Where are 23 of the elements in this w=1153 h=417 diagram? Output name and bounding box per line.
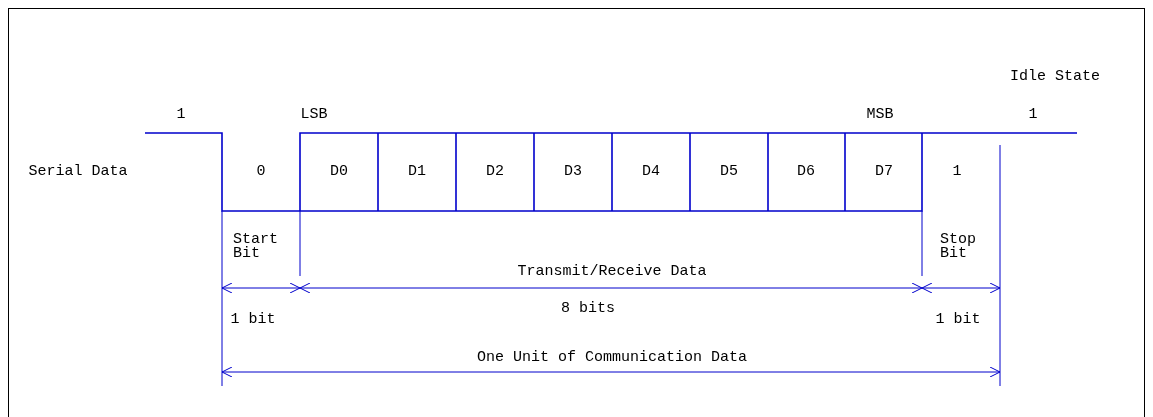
bit-order-label: MSB	[866, 107, 894, 123]
level-value: 1	[176, 107, 186, 123]
signal-name: Serial Data	[28, 164, 128, 180]
state-label: Idle State	[1010, 69, 1100, 85]
bit-value: 1	[952, 164, 962, 180]
field-label: Transmit/Receive Data	[517, 264, 707, 280]
bit-label: D0	[330, 164, 348, 180]
bit-order-label: LSB	[300, 107, 328, 123]
field-label: One Unit of Communication Data	[477, 350, 747, 366]
bit-label: D7	[875, 164, 893, 180]
bit-label: D1	[408, 164, 426, 180]
bit-label: D5	[720, 164, 738, 180]
bit-label: D6	[797, 164, 815, 180]
bit-value: 0	[256, 164, 266, 180]
level-value: 1	[1028, 107, 1038, 123]
field-label: Start Bit	[233, 233, 279, 261]
bit-label: D4	[642, 164, 660, 180]
field-label: Stop Bit	[940, 233, 977, 261]
dimension-label: 8 bits	[561, 301, 615, 317]
dimension-label: 1 bit	[935, 312, 981, 328]
bit-label: D2	[486, 164, 504, 180]
bit-label: D3	[564, 164, 582, 180]
dimension-label: 1 bit	[230, 312, 276, 328]
